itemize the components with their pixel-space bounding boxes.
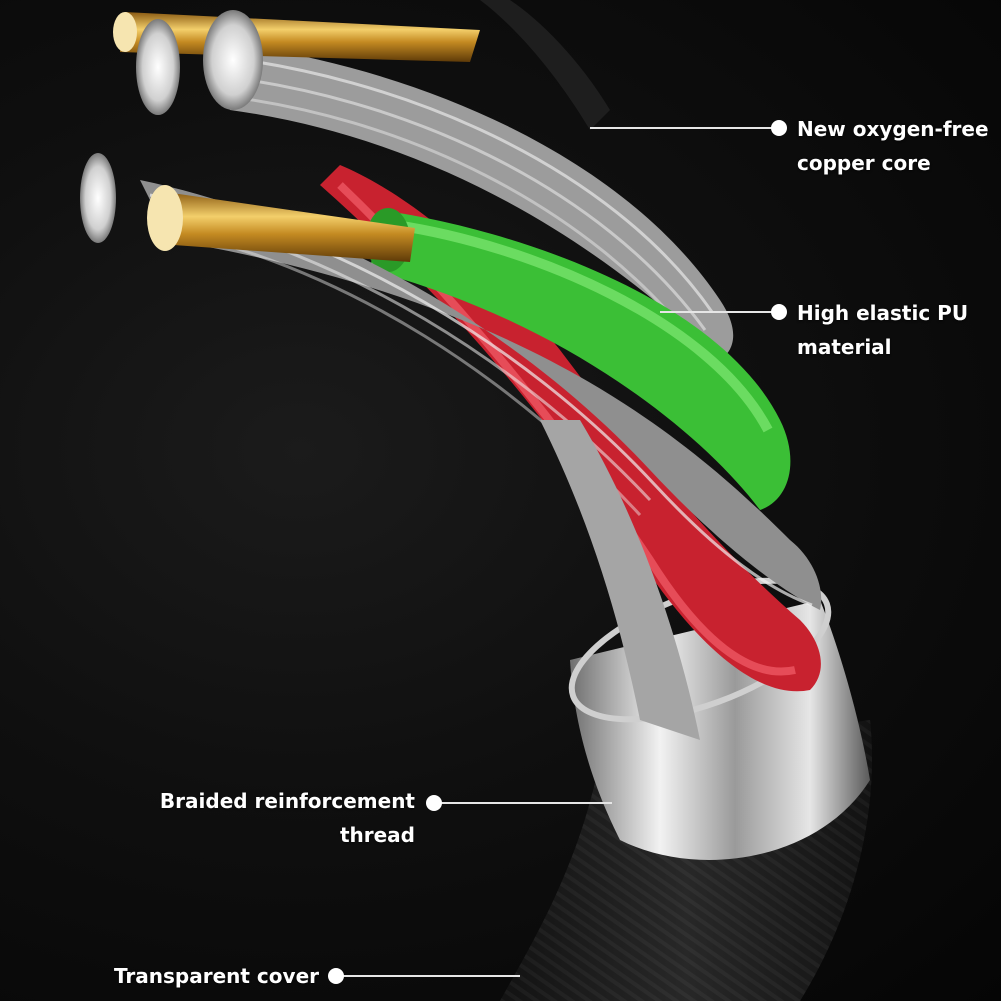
label-braided-thread: Braided reinforcement thread xyxy=(160,784,415,852)
callout-dot-transparent-cover xyxy=(328,968,344,984)
label-copper-core-line1: New oxygen-free xyxy=(797,117,989,141)
label-braided-thread-line1: Braided reinforcement xyxy=(159,789,415,813)
label-copper-core: New oxygen-free copper core xyxy=(797,112,989,180)
silver-strands-back xyxy=(200,40,734,360)
callout-dot-pu-material xyxy=(771,304,787,320)
strand-ends xyxy=(80,10,263,243)
callout-dots xyxy=(328,120,787,984)
label-pu-material-line1: High elastic PU xyxy=(797,301,969,325)
callout-lines xyxy=(336,127,778,977)
callout-dot-copper-core xyxy=(771,120,787,136)
callout-dot-braided-thread xyxy=(426,795,442,811)
label-transparent-cover-line1: Transparent cover xyxy=(113,964,319,988)
label-copper-core-line2: copper core xyxy=(797,151,931,175)
label-transparent-cover: Transparent cover xyxy=(114,959,319,993)
label-pu-material: High elastic PU material xyxy=(797,296,968,364)
label-braided-thread-line2: thread xyxy=(339,823,415,847)
label-pu-material-line2: material xyxy=(797,335,892,359)
